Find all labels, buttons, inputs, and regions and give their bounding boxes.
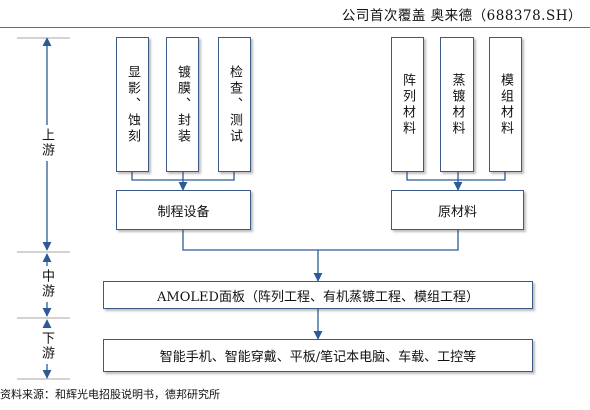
report-header: 公司首次覆盖 奥来德（688378.SH）: [341, 8, 582, 24]
equipment-category-label: 制程设备: [157, 204, 210, 220]
material-category-box: 原材料: [391, 190, 524, 230]
equipment-item-label: 显影、蚀刻: [125, 64, 140, 145]
downstream-applications-label: 智能手机、智能穿戴、平板/笔记本电脑、车载、工控等: [159, 350, 477, 365]
midstream-panel-label: AMOLED面板（阵列工程、有机蒸镀工程、模组工程）: [157, 289, 479, 305]
equipment-item-box: 显影、蚀刻: [116, 37, 149, 172]
equipment-item-box: 检查、测试: [218, 37, 251, 172]
material-item-box: 蒸镀材料: [440, 37, 474, 172]
equipment-item-box: 镀膜、封装: [166, 37, 199, 172]
material-category-label: 原材料: [437, 204, 477, 220]
source-note: 资料来源：和辉光电招股说明书，德邦研究所: [0, 388, 220, 401]
equipment-category-box: 制程设备: [116, 190, 251, 230]
material-item-box: 模组材料: [489, 37, 522, 172]
equipment-item-label: 检查、测试: [227, 64, 242, 145]
material-item-label: 蒸镀材料: [449, 72, 465, 137]
stage-label-midstream: 中游: [39, 266, 54, 302]
material-item-label: 阵列材料: [400, 72, 415, 137]
midstream-panel-box: AMOLED面板（阵列工程、有机蒸镀工程、模组工程）: [103, 281, 533, 309]
downstream-applications-box: 智能手机、智能穿戴、平板/笔记本电脑、车载、工控等: [103, 339, 533, 372]
stage-label-downstream: 下游: [39, 328, 54, 364]
header-divider: [0, 27, 590, 28]
material-item-label: 模组材料: [498, 72, 513, 137]
material-item-box: 阵列材料: [391, 37, 424, 172]
equipment-item-label: 镀膜、封装: [175, 64, 190, 145]
stage-label-upstream: 上游: [39, 125, 54, 161]
